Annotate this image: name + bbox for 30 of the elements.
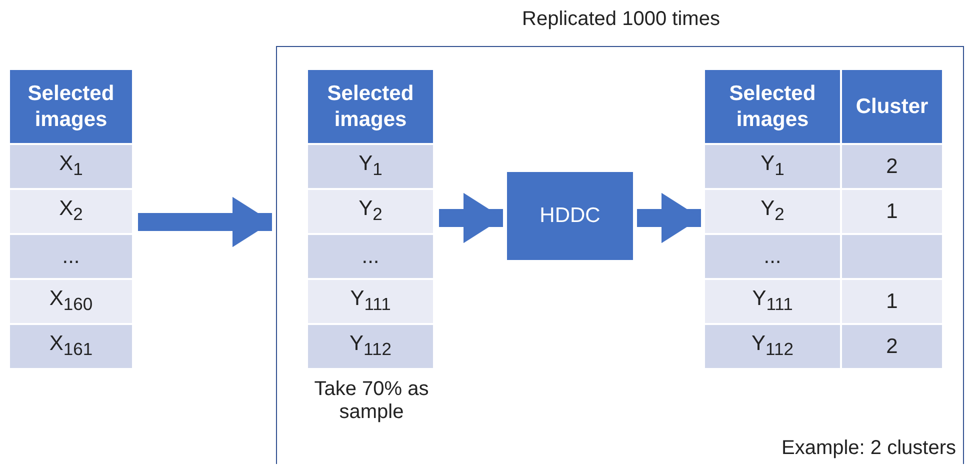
table-cell: X$_{161}$ bbox=[10, 325, 134, 370]
process-box: HDDC bbox=[507, 172, 633, 260]
table-cell: Y$_{112}$ bbox=[308, 325, 435, 370]
table-cell: ... bbox=[705, 235, 842, 280]
column-header: Selected images bbox=[308, 70, 435, 145]
table-cell: 1 bbox=[842, 280, 944, 325]
table-cell: Y$_{2}$ bbox=[308, 190, 435, 235]
table-cell: Y$_{111}$ bbox=[705, 280, 842, 325]
note-text: Example: 2 clusters bbox=[781, 437, 956, 460]
table-cell: Y$_{112}$ bbox=[705, 325, 842, 370]
table-cell: 1 bbox=[842, 190, 944, 235]
caption-text: Take 70% as sample bbox=[313, 378, 430, 424]
table-cell: Y$_{2}$ bbox=[705, 190, 842, 235]
block-arrow bbox=[138, 196, 272, 248]
column-header: Cluster bbox=[842, 70, 944, 145]
frame-title: Replicated 1000 times bbox=[521, 8, 721, 31]
table-cell: X$_{2}$ bbox=[10, 190, 134, 235]
block-arrow bbox=[439, 192, 503, 244]
table-cell: Y$_{111}$ bbox=[308, 280, 435, 325]
table-cell: X$_{1}$ bbox=[10, 145, 134, 190]
table-cell: X$_{160}$ bbox=[10, 280, 134, 325]
column-header: Selected images bbox=[705, 70, 842, 145]
table-cell: 2 bbox=[842, 145, 944, 190]
table-cell: Y$_{1}$ bbox=[705, 145, 842, 190]
table-cell: Y$_{1}$ bbox=[308, 145, 435, 190]
table-cell: ... bbox=[10, 235, 134, 280]
table-cell: 2 bbox=[842, 325, 944, 370]
block-arrow bbox=[637, 192, 701, 244]
column-header: Selected images bbox=[10, 70, 134, 145]
table-cell: ... bbox=[308, 235, 435, 280]
